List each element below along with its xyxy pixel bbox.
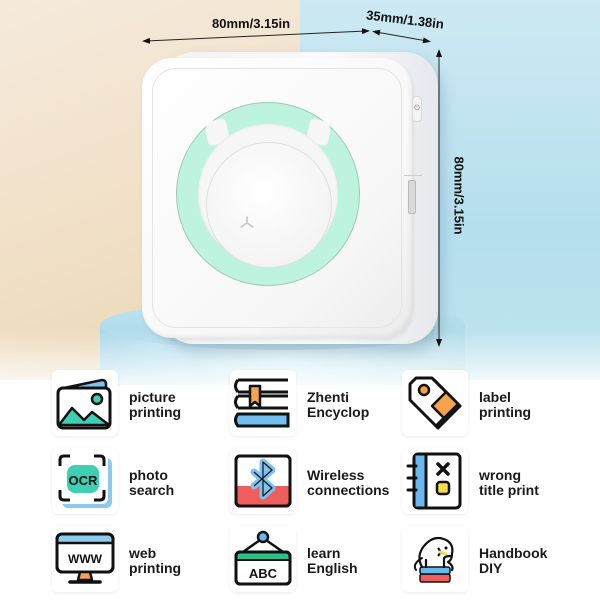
svg-text:WWW: WWW xyxy=(68,552,103,566)
width-dimension-label: 80mm/3.15in xyxy=(212,16,291,31)
books-icon xyxy=(230,370,296,436)
svg-text:ABC: ABC xyxy=(249,566,278,581)
printer-front-inset xyxy=(152,68,402,328)
tag-icon xyxy=(402,370,468,436)
svg-text:OCR: OCR xyxy=(69,473,99,488)
cat-face-button[interactable] xyxy=(206,142,332,268)
elephant-books-icon xyxy=(402,526,468,592)
height-dimension-label: 80mm/3.15in xyxy=(451,156,467,235)
logo-mark-icon xyxy=(240,216,254,228)
notebook-icon xyxy=(402,448,468,514)
power-button[interactable]: ⏻ xyxy=(412,96,422,122)
usb-seam xyxy=(404,175,422,176)
picture-icon xyxy=(52,370,118,436)
abc-sign-icon: ABC xyxy=(230,526,296,592)
ocr-scan-icon: OCR xyxy=(52,448,118,514)
usb-port xyxy=(408,180,416,214)
monitor-www-icon: WWW xyxy=(52,526,118,592)
bluetooth-icon xyxy=(230,448,296,514)
